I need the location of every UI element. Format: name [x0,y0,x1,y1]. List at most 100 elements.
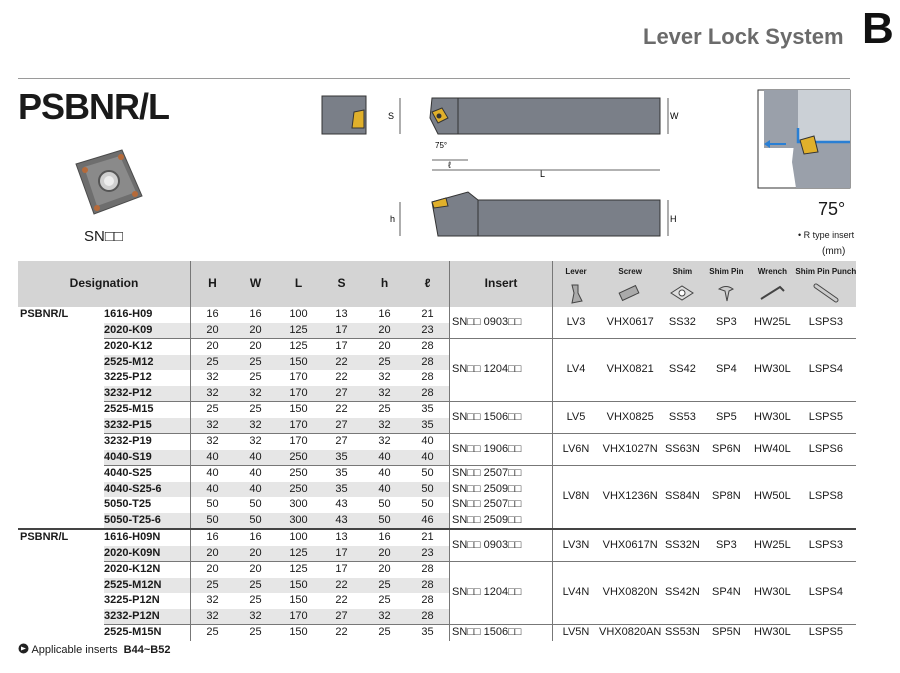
dim-L: 250 [277,481,320,497]
part-punch: LSPS5 [795,401,857,434]
dim-l: 21 [406,307,450,323]
part-wrench: HW25L [749,528,796,562]
dim-h: 20 [363,561,406,578]
part-punch: LSPS8 [795,465,857,529]
dim-H: 50 [206,498,219,510]
dim-W: 25 [234,577,277,593]
dim-L: 300 [277,512,320,529]
designation-code: 3225-P12 [104,370,191,386]
dim-L: 250 [277,449,320,466]
dim-h: 40 [363,449,406,466]
dim-h: 40 [363,465,406,482]
designation-code: 2020-K12N [104,561,191,578]
dim-h: 32 [363,433,406,450]
dim-L: 150 [277,624,320,641]
part-punch: LSPS3 [795,528,857,562]
dim-l: 28 [406,354,450,370]
dim-H: 25 [190,401,234,418]
dim-H: 32 [190,608,234,625]
dim-h: 16 [363,528,406,546]
dim-H: 16 [206,308,219,320]
dim-L: 100 [289,308,308,320]
dim-l: 35 [406,417,450,434]
designation-code: 4040-S25 [104,465,191,482]
insert-cell: SN□□ 2507□□ [449,497,553,513]
dim-H: 32 [190,433,234,450]
dim-S: 22 [335,594,348,606]
dim-l: 23 [406,322,450,339]
dim-L: 150 [277,354,320,370]
header-wrench: Wrench [749,261,796,307]
insert-cell: SN□□ 1506□□ [449,401,553,434]
designation-code: 2525-M15 [104,401,191,418]
dim-S: 17 [320,322,363,339]
dim-h: 20 [363,545,406,562]
dim-L: 170 [277,608,320,625]
header-shim-pin: Shim Pin [703,261,750,307]
part-screw: VHX1236N [599,465,662,529]
insert-cell: SN□□ 0903□□ [449,528,553,562]
dim-W: 20 [234,561,277,578]
dim-W: 16 [249,308,262,320]
part-shim: SS32N [661,528,704,562]
dim-W: 25 [249,594,262,606]
part-lever: LV5 [552,401,599,434]
dim-W: 50 [234,512,277,529]
dim-S: 27 [320,608,363,625]
section-letter: B [862,4,894,53]
dim-l: 28 [406,577,450,593]
part-punch: LSPS6 [795,433,857,466]
dim-S: 27 [320,385,363,402]
part-shim-pin: SP5 [703,401,750,434]
approach-angle: 75° [818,199,846,219]
dim-W: 32 [234,385,277,402]
dim-l: 28 [406,370,450,386]
dim-H: 25 [190,624,234,641]
dim-S: 17 [320,338,363,355]
dim-l: 28 [406,593,450,609]
part-lever: LV4 [552,338,599,402]
dim-W: 40 [234,481,277,497]
dim-l: 50 [406,497,450,513]
part-screw: VHX0825 [599,401,662,434]
dim-L: 150 [277,401,320,418]
dim-W: 40 [234,465,277,482]
part-screw: VHX0617 [606,315,654,328]
insert-cell: SN□□ 1204□□ [449,338,553,402]
section-title: Lever Lock System [643,24,844,49]
designation-code: 2525-M12 [104,354,191,370]
dim-h-big: H [670,214,677,224]
r-type-note: • R type insert [798,230,855,240]
dim-l: 40 [406,433,450,450]
tool-drawing: S W 75° ℓ L h H [321,89,851,237]
dim-W: 32 [234,608,277,625]
part-wrench: HW50L [749,465,796,529]
dim-W: 16 [234,528,277,546]
designation-code: 2525-M12N [104,577,191,593]
part-shim: SS63N [661,433,704,466]
dim-l: 28 [406,561,450,578]
part-shim-pin: SP3 [703,528,750,562]
part-punch: LSPS4 [795,561,857,625]
dim-L: 170 [277,385,320,402]
insert-cell: SN□□ 0903□□ [449,307,553,339]
screw-icon [618,284,640,301]
part-wrench: HW30L [749,561,796,625]
dim-W: 25 [234,354,277,370]
designation-code: 4040-S19 [104,449,191,466]
part-wrench: HW30L [749,624,796,641]
header-shim: Shim [661,261,704,307]
dim-H: 40 [190,465,234,482]
part-shim: SS42 [661,338,704,402]
dim-S: 22 [320,354,363,370]
part-screw: VHX1027N [599,433,662,466]
insert-image [75,149,143,215]
dim-L: 150 [277,577,320,593]
